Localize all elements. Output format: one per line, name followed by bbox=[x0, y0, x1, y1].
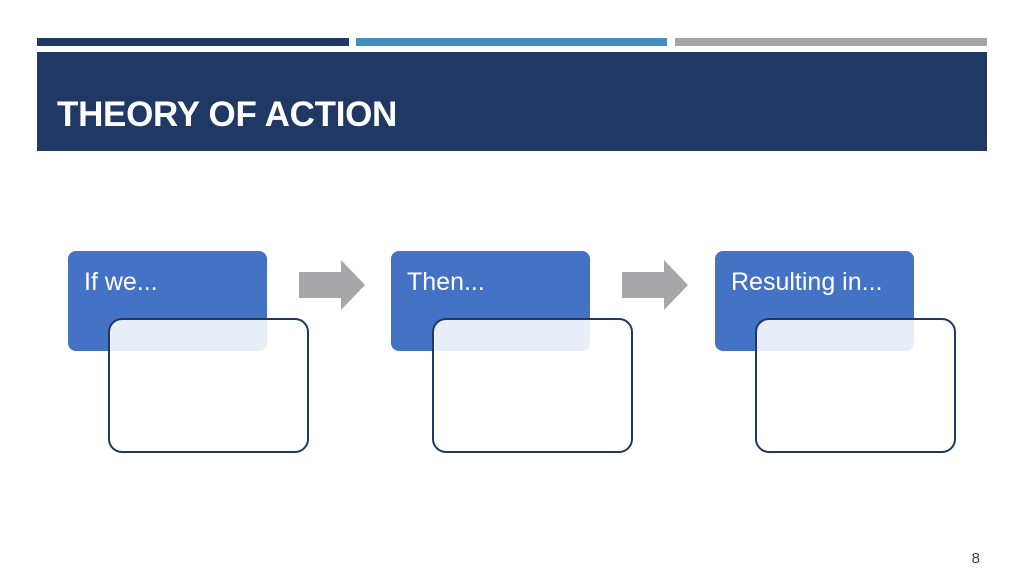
accent-stripe-gray bbox=[675, 38, 987, 46]
step-body-then[interactable] bbox=[432, 318, 633, 453]
right-arrow-icon bbox=[622, 260, 688, 310]
right-arrow-icon bbox=[299, 260, 365, 310]
step-body-if-we[interactable] bbox=[108, 318, 309, 453]
step-body-resulting-in[interactable] bbox=[755, 318, 956, 453]
step-label: Then... bbox=[407, 268, 485, 296]
step-label: If we... bbox=[84, 268, 158, 296]
page-number: 8 bbox=[971, 550, 980, 567]
accent-stripe-dark bbox=[37, 38, 349, 46]
step-label: Resulting in... bbox=[731, 268, 883, 296]
title-bar: THEORY OF ACTION bbox=[37, 52, 987, 151]
accent-stripe-blue bbox=[356, 38, 667, 46]
slide-title[interactable]: THEORY OF ACTION bbox=[57, 95, 398, 134]
